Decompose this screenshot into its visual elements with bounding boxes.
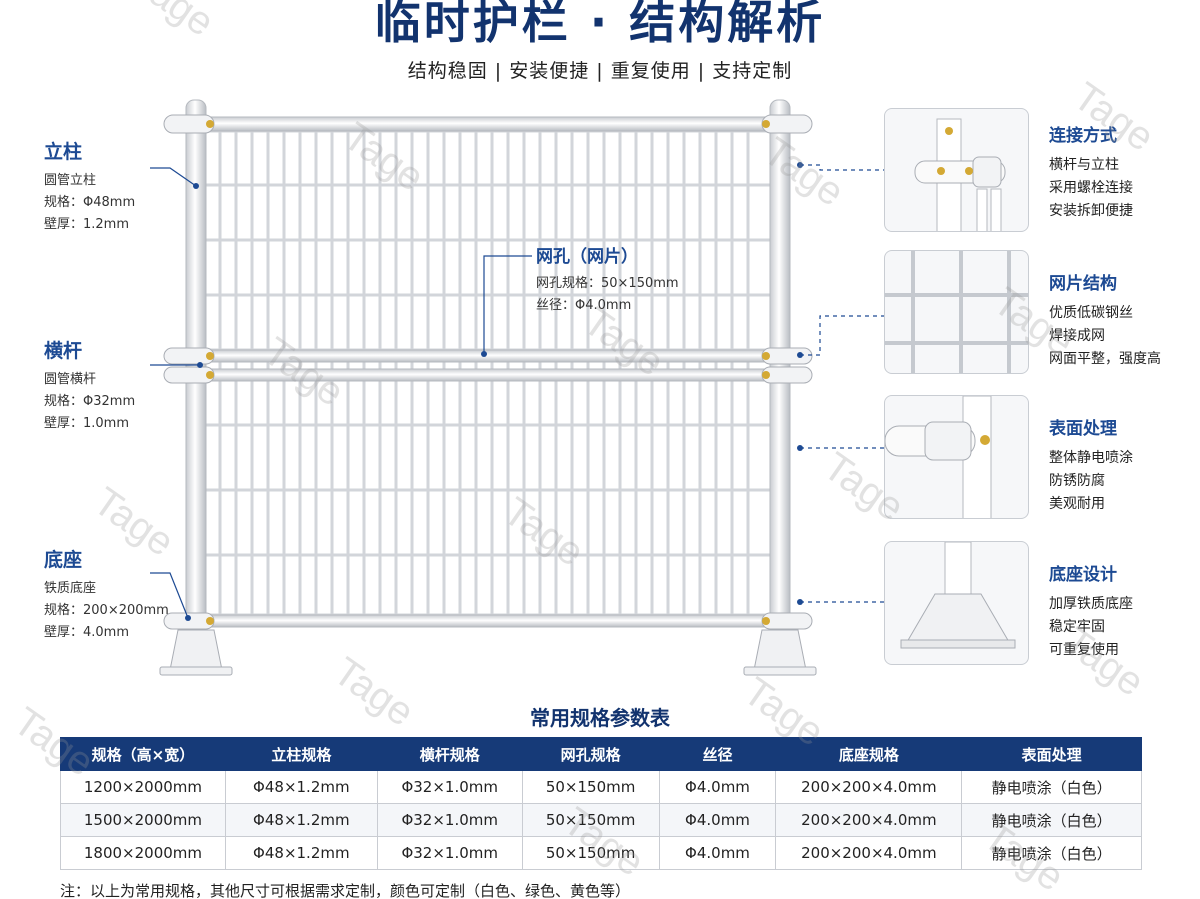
spec-table-title: 常用规格参数表 <box>530 706 670 730</box>
table-cell: Φ32×1.0mm <box>376 836 523 870</box>
detail-line: 横杆与立柱 <box>1049 157 1119 173</box>
callout-rail-line: 规格：Φ32mm <box>44 394 136 409</box>
table-cell: 1500×2000mm <box>60 803 226 837</box>
table-cell: Φ4.0mm <box>658 803 777 837</box>
detail-base-text: 底座设计 加厚铁质底座 稳定牢固 可重复使用 <box>1049 560 1133 662</box>
detail-line: 稳定牢固 <box>1049 619 1105 635</box>
detail-title: 连接方式 <box>1049 126 1117 146</box>
callout-rail-line: 壁厚：1.0mm <box>44 416 130 431</box>
detail-line: 美观耐用 <box>1049 496 1105 512</box>
table-header-row: 规格（高×宽） 立柱规格 横杆规格 网孔规格 丝径 底座规格 表面处理 <box>60 737 1142 771</box>
detail-line: 加厚铁质底座 <box>1049 596 1133 612</box>
table-cell: Φ48×1.2mm <box>224 836 378 870</box>
table-header: 规格（高×宽） <box>60 737 226 771</box>
detail-title: 底座设计 <box>1049 565 1117 585</box>
page-title: 临时护栏 · 结构解析 <box>374 0 826 49</box>
detail-card-connector <box>884 108 1029 232</box>
detail-line: 防锈防腐 <box>1049 473 1105 489</box>
table-cell: 200×200×4.0mm <box>775 770 963 804</box>
detail-card-mesh <box>884 250 1029 374</box>
table-cell: 1800×2000mm <box>60 836 226 870</box>
callout-mesh: 网孔（网片） 网孔规格：50×150mm 丝径：Φ4.0mm <box>536 242 679 317</box>
page-subtitle: 结构稳固 | 安装便捷 | 重复使用 | 支持定制 <box>407 60 793 82</box>
table-header: 网孔规格 <box>521 737 660 771</box>
base-detail-icon <box>900 542 1016 649</box>
table-cell: Φ48×1.2mm <box>224 803 378 837</box>
callout-base: 底座 铁质底座 规格：200×200mm 壁厚：4.0mm <box>44 545 169 644</box>
table-header: 丝径 <box>658 737 777 771</box>
detail-card-base <box>884 541 1029 665</box>
detail-mesh-text: 网片结构 优质低碳钢丝 焊接成网 网面平整，强度高 <box>1049 269 1161 371</box>
table-header: 表面处理 <box>961 737 1142 771</box>
callout-mesh-line: 网孔规格：50×150mm <box>536 276 679 291</box>
table-row: 1800×2000mm Φ48×1.2mm Φ32×1.0mm 50×150mm… <box>60 836 1142 870</box>
table-row: 1500×2000mm Φ48×1.2mm Φ32×1.0mm 50×150mm… <box>60 803 1142 837</box>
mesh-detail-icon <box>885 251 1028 373</box>
detail-line: 可重复使用 <box>1049 642 1119 658</box>
callout-mesh-line: 丝径：Φ4.0mm <box>536 298 632 313</box>
footnote: 注：以上为常用规格，其他尺寸可根据需求定制，颜色可定制（白色、绿色、黄色等） <box>60 882 631 899</box>
spec-table: 规格（高×宽） 立柱规格 横杆规格 网孔规格 丝径 底座规格 表面处理 1200… <box>60 737 1142 870</box>
table-cell: Φ32×1.0mm <box>376 770 523 804</box>
detail-line: 焊接成网 <box>1049 328 1105 344</box>
detail-line: 采用螺栓连接 <box>1049 180 1133 196</box>
callout-post: 立柱 圆管立柱 规格：Φ48mm 壁厚：1.2mm <box>44 137 135 236</box>
table-cell: Φ48×1.2mm <box>224 770 378 804</box>
table-cell: 静电喷涂（白色） <box>961 770 1142 804</box>
table-header: 底座规格 <box>775 737 963 771</box>
callout-base-title: 底座 <box>44 549 83 571</box>
table-header: 横杆规格 <box>376 737 523 771</box>
table-cell: Φ4.0mm <box>658 836 777 870</box>
callout-rail-title: 横杆 <box>44 340 83 362</box>
callout-rail-line: 圆管横杆 <box>44 372 97 387</box>
callout-base-line: 规格：200×200mm <box>44 603 169 618</box>
callout-post-line: 壁厚：1.2mm <box>44 217 130 232</box>
connector-detail-icon <box>914 118 1006 231</box>
table-cell: 200×200×4.0mm <box>775 836 963 870</box>
detail-title: 网片结构 <box>1049 274 1117 294</box>
callout-post-title: 立柱 <box>44 141 83 163</box>
callout-post-line: 规格：Φ48mm <box>44 195 136 210</box>
table-cell: 静电喷涂（白色） <box>961 836 1142 870</box>
table-row: 1200×2000mm Φ48×1.2mm Φ32×1.0mm 50×150mm… <box>60 770 1142 804</box>
table-cell: 1200×2000mm <box>60 770 226 804</box>
detail-connector-text: 连接方式 横杆与立柱 采用螺栓连接 安装拆卸便捷 <box>1049 121 1133 223</box>
table-cell: 50×150mm <box>521 836 660 870</box>
table-cell: 200×200×4.0mm <box>775 803 963 837</box>
coating-detail-icon <box>885 396 992 518</box>
table-cell: 50×150mm <box>521 803 660 837</box>
detail-line: 安装拆卸便捷 <box>1049 203 1133 219</box>
callout-base-line: 铁质底座 <box>44 581 97 596</box>
detail-title: 表面处理 <box>1049 419 1117 439</box>
table-cell: Φ32×1.0mm <box>376 803 523 837</box>
table-cell: 静电喷涂（白色） <box>961 803 1142 837</box>
fence-bases <box>159 629 817 676</box>
callout-rail: 横杆 圆管横杆 规格：Φ32mm 壁厚：1.0mm <box>44 336 135 435</box>
table-cell: Φ4.0mm <box>658 770 777 804</box>
callout-mesh-title: 网孔（网片） <box>536 247 638 267</box>
detail-line: 优质低碳钢丝 <box>1049 305 1133 321</box>
detail-line: 网面平整，强度高 <box>1049 351 1161 367</box>
callout-base-line: 壁厚：4.0mm <box>44 625 130 640</box>
fence-illustration <box>159 99 817 676</box>
table-cell: 50×150mm <box>521 770 660 804</box>
table-header: 立柱规格 <box>224 737 378 771</box>
callout-post-line: 圆管立柱 <box>44 173 97 188</box>
detail-coating-text: 表面处理 整体静电喷涂 防锈防腐 美观耐用 <box>1049 414 1133 516</box>
detail-line: 整体静电喷涂 <box>1049 450 1133 466</box>
detail-card-coating <box>884 395 1029 519</box>
